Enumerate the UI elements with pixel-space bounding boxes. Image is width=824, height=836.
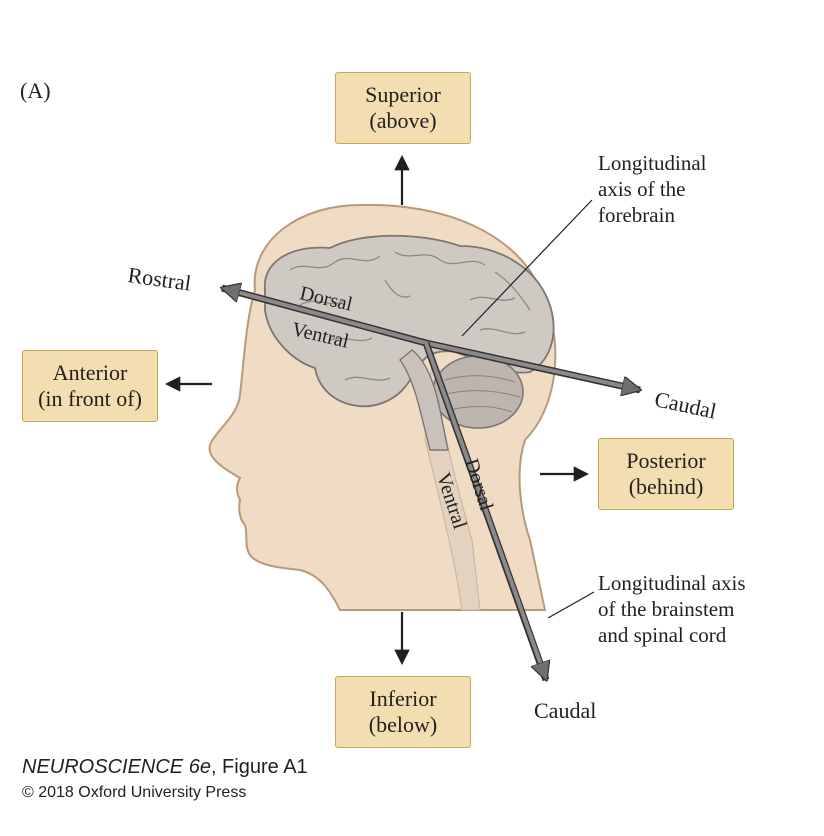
- cerebrum: [264, 234, 555, 408]
- brainstem-leader-line: [547, 591, 595, 619]
- cerebellum-folia: [441, 375, 521, 413]
- brainstem-axis-note: Longitudinal axis of the brainstem and s…: [598, 571, 746, 647]
- posterior-box: Posterior (behind): [598, 438, 734, 510]
- superior-sub: (above): [369, 108, 437, 133]
- inferior-box: Inferior (below): [335, 676, 471, 748]
- figure-credit: NEUROSCIENCE 6e, Figure A1: [22, 756, 308, 779]
- forebrain-axis-note: Longitudinal axis of the forebrain: [598, 151, 707, 227]
- forebrain-leader-line: [461, 199, 593, 337]
- superior-box: Superior (above): [335, 72, 471, 144]
- anterior-title: Anterior: [52, 360, 128, 385]
- brain-gyri: [289, 251, 531, 381]
- anterior-box: Anterior (in front of): [22, 350, 158, 422]
- brainstem: [399, 349, 449, 451]
- posterior-title: Posterior: [626, 448, 706, 473]
- brainstem-caudal-label: Caudal: [534, 698, 597, 723]
- copyright-notice: © 2018 Oxford University Press: [22, 784, 247, 801]
- inferior-sub: (below): [368, 712, 438, 737]
- figure-number: , Figure A1: [210, 756, 308, 778]
- superior-title: Superior: [365, 82, 441, 107]
- inferior-title: Inferior: [369, 686, 437, 711]
- anterior-sub: (in front of): [38, 386, 142, 411]
- posterior-sub: (behind): [628, 474, 704, 499]
- book-title: NEUROSCIENCE 6e: [22, 756, 211, 778]
- panel-label: (A): [20, 78, 51, 103]
